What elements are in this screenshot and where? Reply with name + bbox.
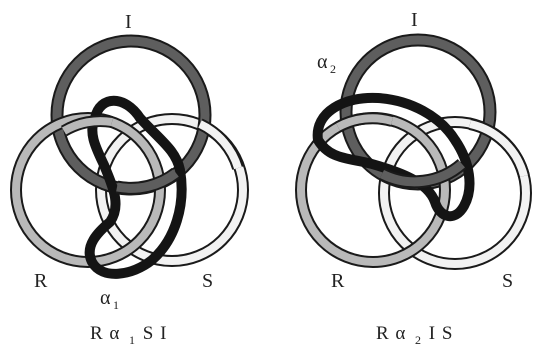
ring-S-left: [95, 113, 249, 267]
caption-right: R α 2 I S: [376, 323, 453, 347]
label-S-left: S: [202, 270, 213, 292]
label-R-right: R: [331, 270, 345, 292]
svg-text:R α: R α: [376, 323, 406, 344]
ring-S-right: [378, 116, 532, 270]
label-R-left: R: [34, 270, 48, 292]
svg-text:R α: R α: [90, 323, 120, 344]
label-S-right: S: [502, 270, 513, 292]
label-I-left: I: [125, 11, 132, 33]
figure-left: I R S α 1 R α 1 S I: [10, 11, 249, 347]
svg-text:2: 2: [415, 333, 421, 347]
svg-text:I S: I S: [423, 323, 453, 344]
svg-text:α: α: [317, 51, 328, 73]
svg-text:S I: S I: [137, 323, 167, 344]
over-crossings-right: [335, 112, 530, 189]
curve-alpha2: [312, 92, 475, 221]
curve-alpha1: [84, 95, 187, 279]
label-I-right: I: [411, 9, 418, 31]
svg-text:1: 1: [129, 333, 135, 347]
label-alpha1: α 1: [100, 287, 119, 312]
over-crossings-left: [60, 115, 244, 195]
svg-text:2: 2: [330, 62, 336, 76]
svg-text:α: α: [100, 287, 111, 309]
caption-left: R α 1 S I: [90, 323, 167, 347]
svg-text:1: 1: [113, 298, 119, 312]
figure-right: I R S α 2 R α 2 I S: [295, 9, 532, 347]
label-alpha2: α 2: [317, 51, 336, 76]
